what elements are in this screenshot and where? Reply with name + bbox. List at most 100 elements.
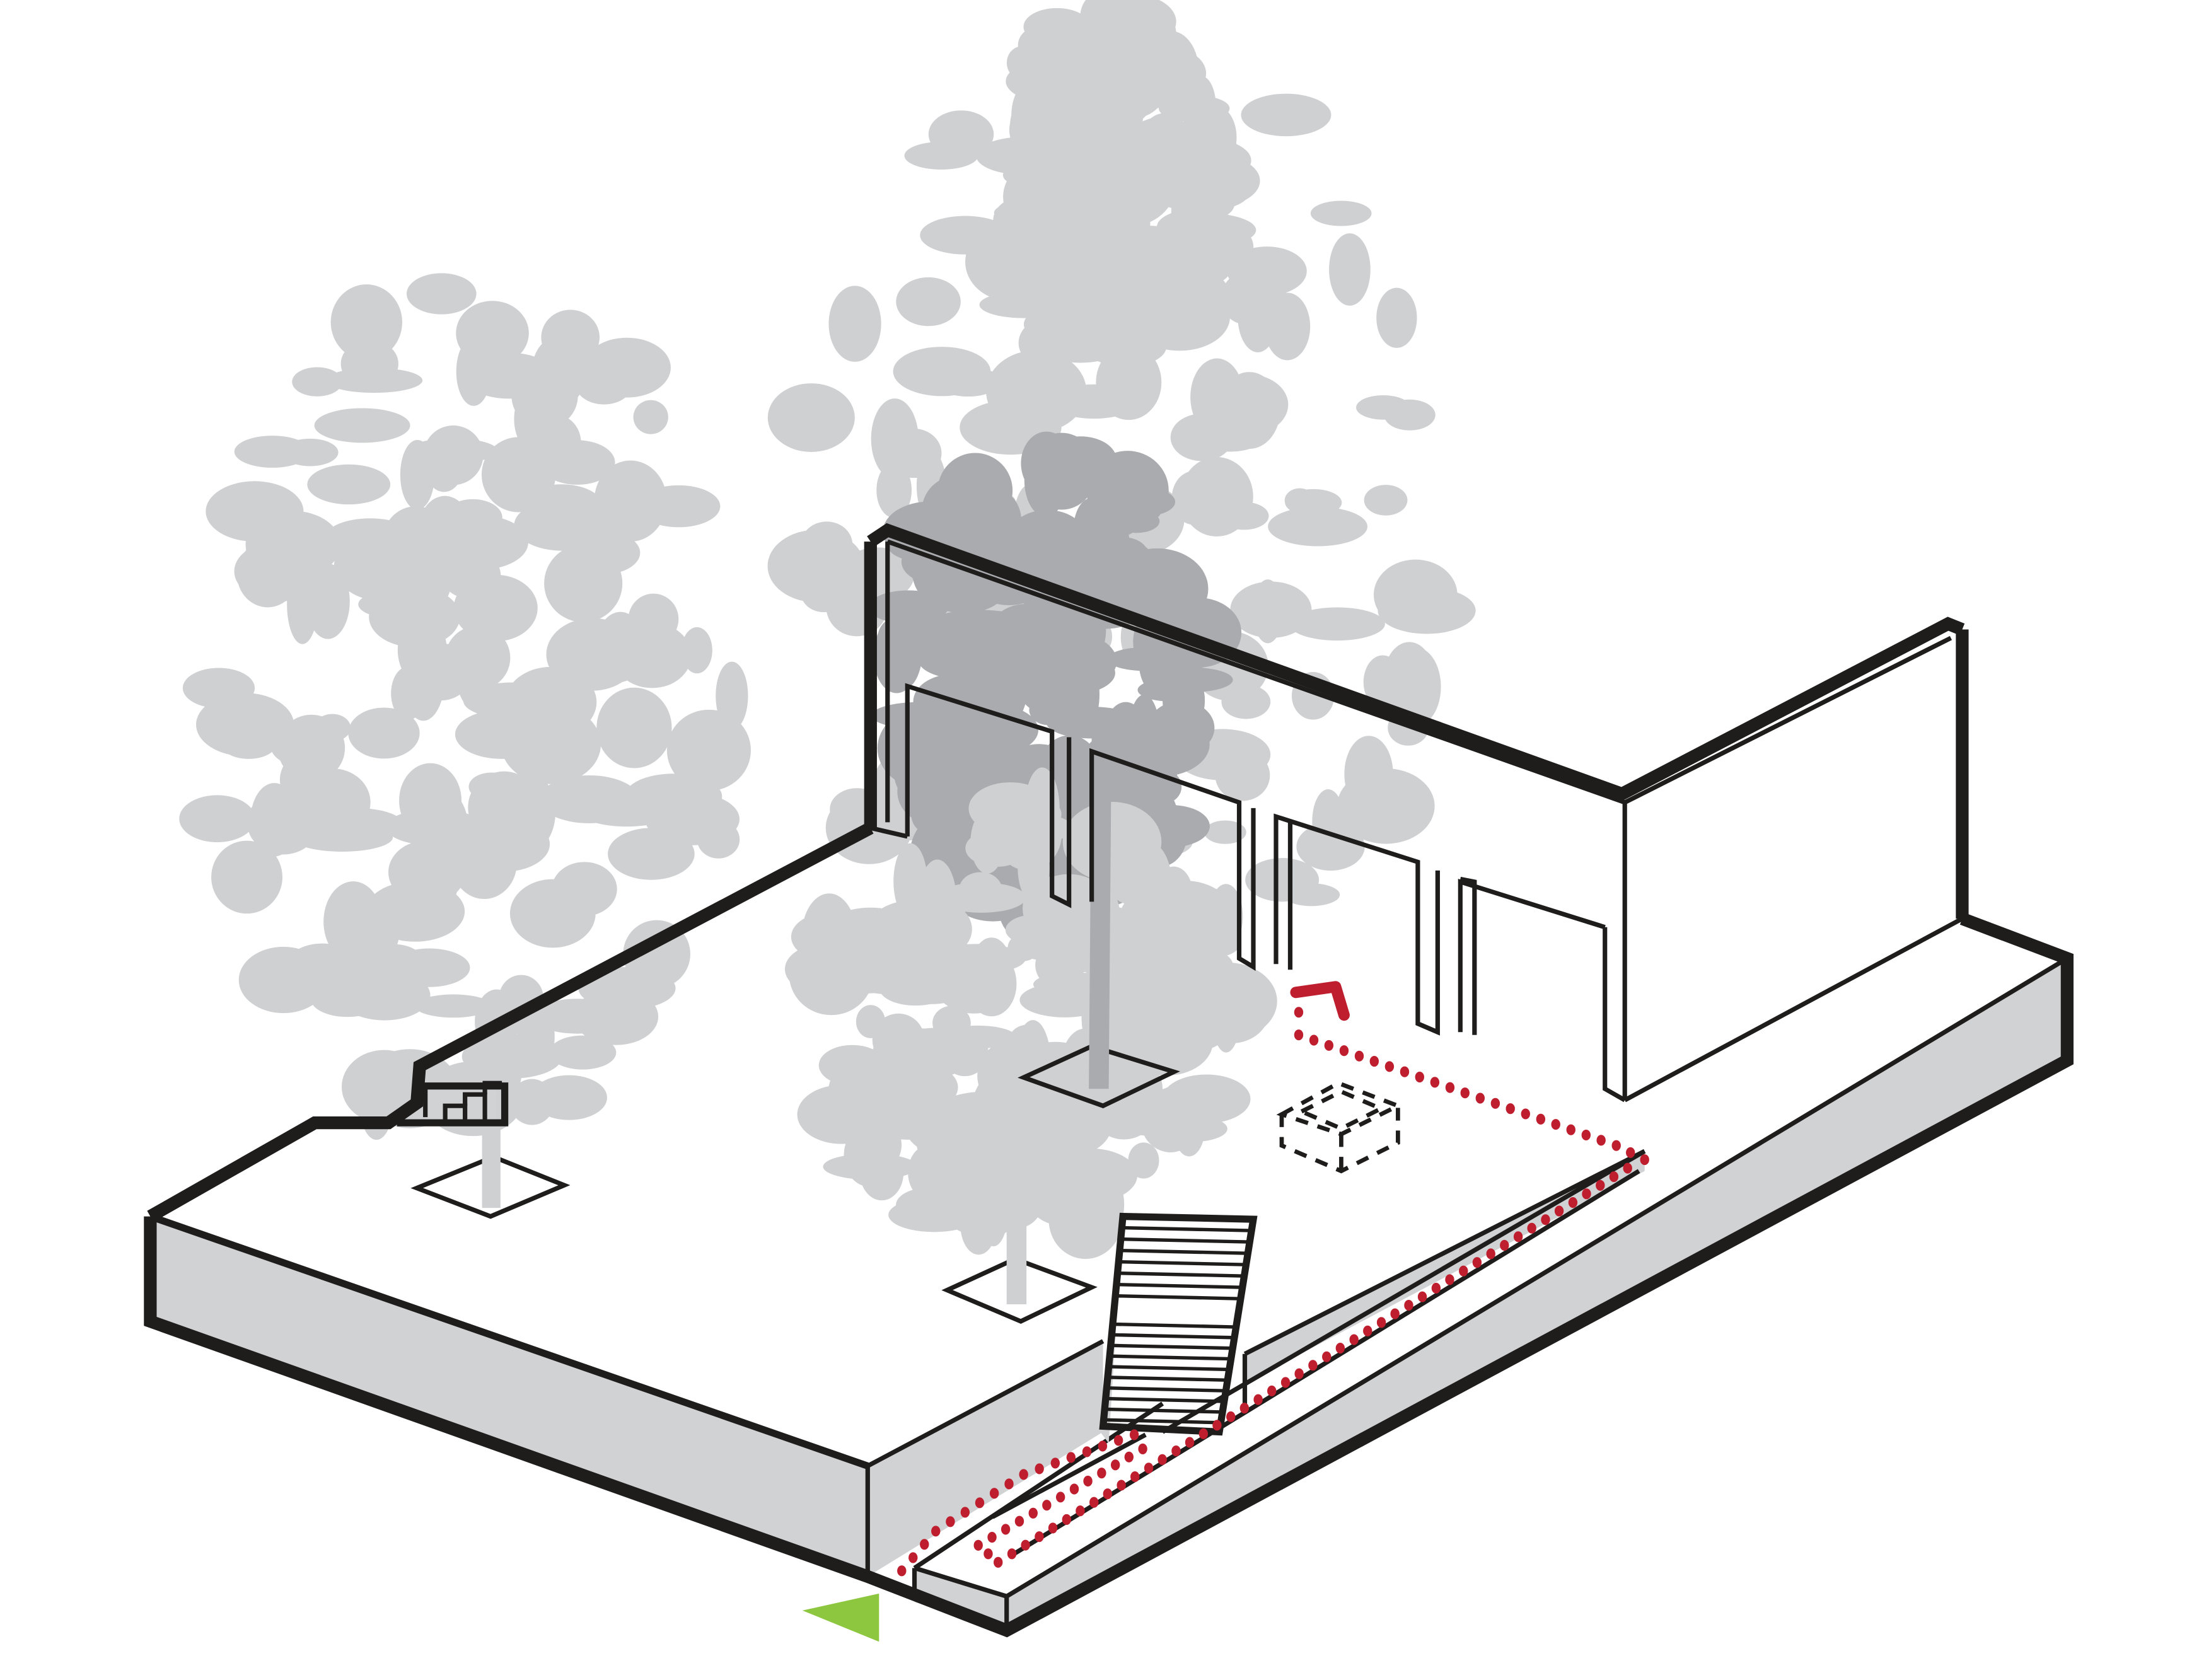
route-dot <box>1623 1162 1632 1174</box>
foliage-clump <box>936 882 1026 913</box>
foliage-clump <box>1125 319 1158 350</box>
stair-tread <box>1105 1407 1223 1414</box>
route-dot <box>1335 1342 1345 1354</box>
foliage-clump <box>391 666 425 721</box>
route-dot <box>897 1565 907 1577</box>
route-dot <box>1472 1257 1482 1268</box>
foliage-clump <box>238 946 328 1014</box>
rear-wall <box>864 523 1969 1103</box>
foliage-clump <box>1093 76 1144 154</box>
foliage-clump <box>277 714 345 782</box>
foliage-clump <box>1057 264 1093 304</box>
route-dot <box>1144 1463 1154 1474</box>
route-dot <box>1369 1056 1379 1067</box>
route-dot <box>1568 1197 1578 1208</box>
foliage-clump <box>871 398 919 479</box>
foliage-clump <box>405 859 458 913</box>
route-dot <box>1308 1360 1318 1371</box>
foliage-clump <box>179 795 255 843</box>
foliage-clump <box>895 632 978 661</box>
stair-tread <box>1110 1343 1233 1350</box>
route-dot <box>1521 1108 1530 1120</box>
route-dot <box>1019 1469 1028 1480</box>
foliage-clump <box>1221 685 1271 719</box>
route-dot <box>1536 1113 1546 1125</box>
foliage-clump <box>948 484 978 524</box>
foliage-clump <box>531 1075 607 1120</box>
stair-tread <box>1115 1271 1243 1278</box>
route-dot <box>1513 1231 1523 1243</box>
foliage-clump <box>767 383 855 452</box>
stair-tread <box>1105 1396 1225 1403</box>
route-dot <box>1110 1459 1120 1471</box>
route-dot <box>1459 1265 1468 1277</box>
foliage-clump <box>1106 855 1166 906</box>
trees <box>179 0 1476 1260</box>
tree-trunks <box>482 737 1112 1305</box>
stair-tread <box>1121 1225 1251 1232</box>
route-dot <box>1001 1524 1011 1535</box>
route-dot <box>1376 1317 1386 1328</box>
route-dot <box>1048 1522 1058 1534</box>
route-dot <box>1431 1282 1441 1294</box>
route-dot <box>1130 1471 1140 1483</box>
foliage-clump <box>1128 126 1165 192</box>
route-dot <box>1415 1071 1424 1083</box>
route-dot <box>1596 1179 1605 1191</box>
route-dot <box>1294 1029 1304 1041</box>
foliage-clump <box>973 713 1018 770</box>
route-dot <box>960 1507 970 1518</box>
foliage-clump <box>1115 925 1168 996</box>
route-dot <box>1500 1239 1509 1251</box>
foliage-clump <box>1364 485 1408 516</box>
route-dot <box>1541 1214 1550 1225</box>
foliage-clump <box>549 1035 617 1070</box>
route-dot <box>1582 1188 1591 1200</box>
foliage-clump <box>877 709 966 788</box>
foliage-clump <box>358 590 431 618</box>
stair-tread <box>1111 1294 1238 1301</box>
route-dot <box>1004 1478 1014 1490</box>
foliage-clump <box>941 1028 989 1077</box>
foliage-clump <box>455 710 548 759</box>
route-dot <box>1082 1446 1092 1457</box>
foliage-clump <box>1093 462 1147 517</box>
foliage-clump <box>468 772 515 801</box>
foliage-clump <box>291 823 393 852</box>
route-dot <box>1490 1098 1500 1109</box>
route-dot <box>1566 1124 1575 1135</box>
foliage-clump <box>1128 1142 1159 1179</box>
route-dot <box>1445 1274 1454 1285</box>
foliage-clump <box>892 890 970 970</box>
stair-tread <box>1103 1418 1221 1425</box>
foliage-clump <box>1373 559 1458 630</box>
foliage-clump <box>1169 895 1210 929</box>
foliage-clump <box>828 286 881 362</box>
foliage-clump <box>583 337 671 398</box>
foliage-clump <box>1062 1162 1125 1247</box>
foliage-clump <box>234 541 324 602</box>
route-dot <box>1626 1147 1635 1158</box>
foliage-clump <box>1102 226 1196 283</box>
route-dot <box>1083 1475 1093 1487</box>
foliage-clump <box>463 682 560 719</box>
accessible-route <box>897 1007 1649 1577</box>
foliage-clump <box>1219 502 1269 530</box>
foliage-clump <box>633 400 668 434</box>
foliage-clump <box>1015 1020 1051 1101</box>
foliage-clump <box>1002 650 1071 678</box>
wall-opening-1 <box>905 683 1072 908</box>
foliage-clump <box>970 810 1004 874</box>
route-dot <box>946 1516 955 1527</box>
route-dot <box>1294 1368 1304 1379</box>
foliage-clump <box>879 970 952 1006</box>
foliage-clump <box>1289 607 1385 641</box>
route-dot <box>920 1539 929 1550</box>
route-dot <box>1551 1119 1560 1130</box>
route-dot <box>973 1539 983 1551</box>
foliage-clump <box>544 544 623 623</box>
entry-arrow-icon <box>802 1593 879 1642</box>
foliage-clump <box>421 781 458 845</box>
route-dot <box>1527 1222 1536 1234</box>
route-dot <box>1171 1445 1181 1457</box>
